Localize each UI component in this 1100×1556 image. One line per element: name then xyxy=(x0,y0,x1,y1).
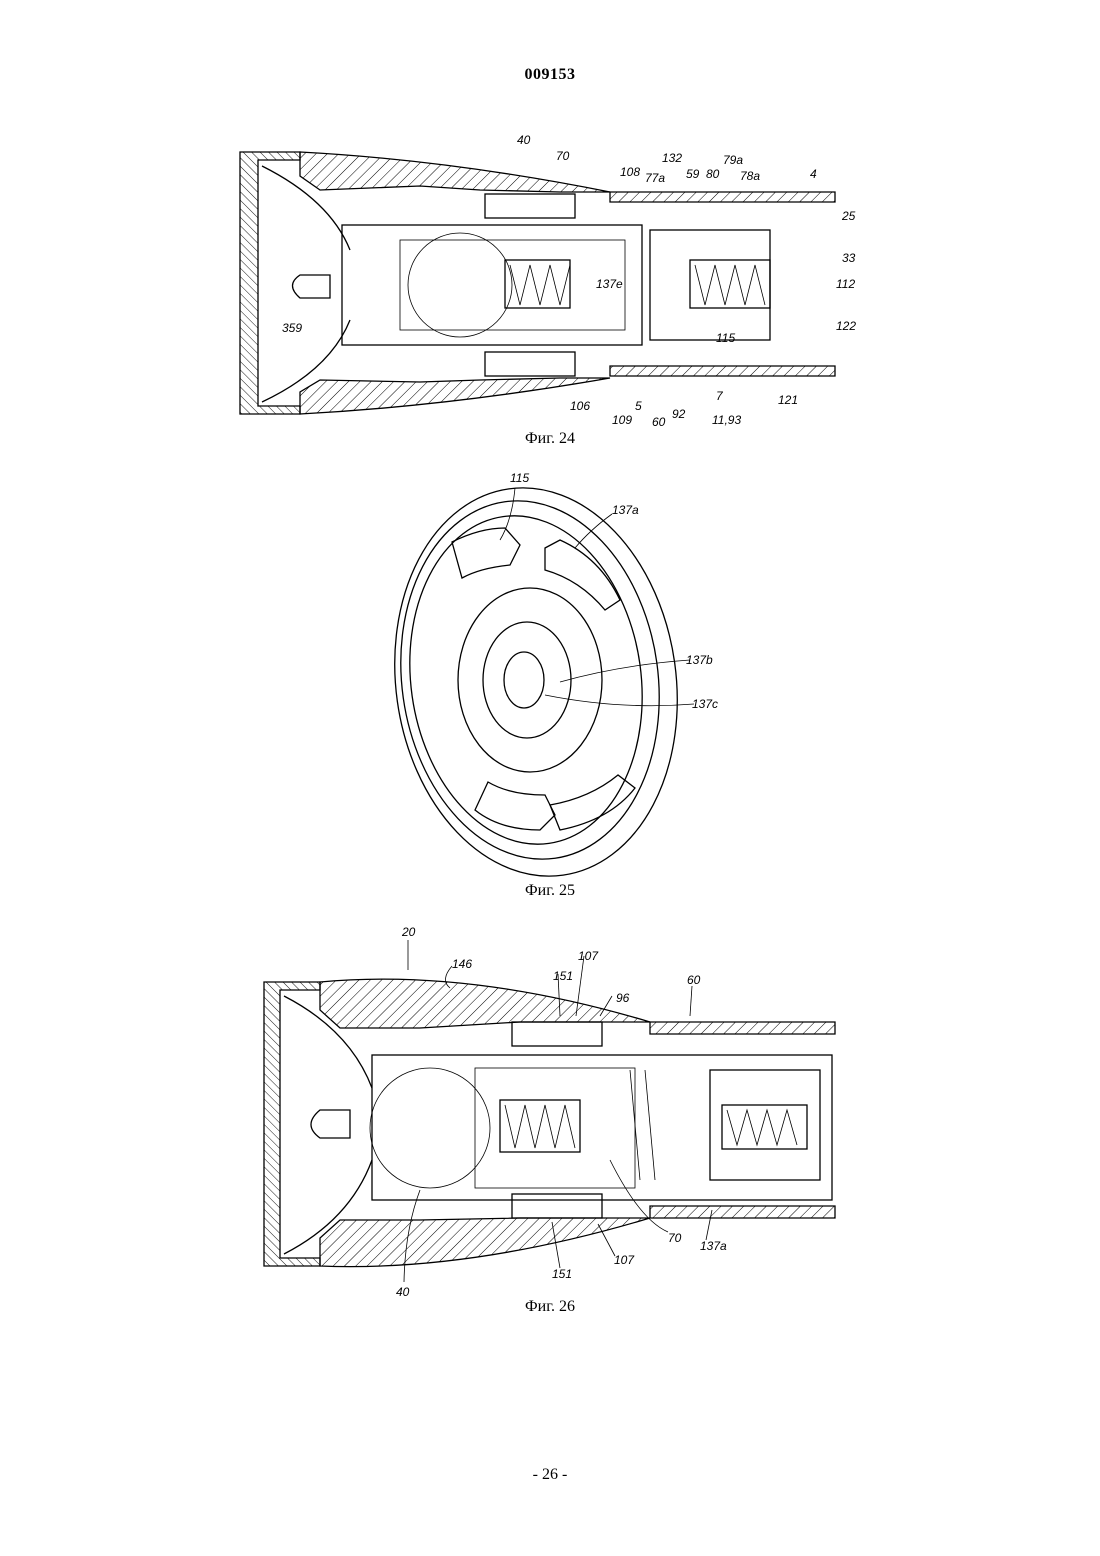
svg-text:79a: 79a xyxy=(723,153,743,167)
lens-cap-left-wall xyxy=(240,152,300,414)
bulb xyxy=(311,1110,350,1138)
svg-text:109: 109 xyxy=(612,413,632,427)
svg-text:70: 70 xyxy=(668,1231,682,1245)
figure-26-caption: Фиг. 26 xyxy=(0,1298,1100,1316)
svg-text:40: 40 xyxy=(396,1285,410,1299)
svg-text:112: 112 xyxy=(836,277,855,291)
svg-text:132: 132 xyxy=(662,151,682,165)
figure-24-caption: Фиг. 24 xyxy=(0,430,1100,448)
barrel-tube-lower xyxy=(650,1206,835,1218)
disk-slot-upper xyxy=(452,528,520,578)
svg-text:115: 115 xyxy=(716,331,735,345)
svg-text:137b: 137b xyxy=(686,653,713,667)
svg-text:151: 151 xyxy=(553,969,573,983)
svg-text:107: 107 xyxy=(578,949,599,963)
svg-text:137c: 137c xyxy=(692,697,718,711)
svg-text:77a: 77a xyxy=(645,171,665,185)
disk-outer-rim xyxy=(370,470,702,880)
svg-text:70: 70 xyxy=(556,149,570,163)
document-number: 009153 xyxy=(0,66,1100,84)
svg-text:40: 40 xyxy=(517,133,531,147)
figure-25-drawing: 115 137a 137b 137c xyxy=(0,470,1100,880)
barrel-tube-upper xyxy=(610,192,835,202)
disk-ring-137b xyxy=(458,588,602,772)
svg-text:5: 5 xyxy=(635,399,642,413)
head-shell-lower xyxy=(320,1218,650,1267)
svg-text:25: 25 xyxy=(841,209,856,223)
svg-text:151: 151 xyxy=(552,1267,572,1281)
disk-slot-lower xyxy=(550,775,635,830)
spring-left xyxy=(505,1105,575,1148)
svg-text:107: 107 xyxy=(614,1253,635,1267)
svg-text:7: 7 xyxy=(716,389,724,403)
page-number-footer: - 26 - xyxy=(0,1466,1100,1484)
svg-text:78a: 78a xyxy=(740,169,760,183)
svg-text:115: 115 xyxy=(510,471,529,485)
svg-text:4: 4 xyxy=(810,167,817,181)
svg-text:106: 106 xyxy=(570,399,590,413)
head-shell-lower xyxy=(300,378,610,414)
svg-text:137a: 137a xyxy=(612,503,639,517)
svg-text:359: 359 xyxy=(282,321,302,335)
svg-text:96: 96 xyxy=(616,991,630,1005)
svg-text:33: 33 xyxy=(842,251,856,265)
svg-text:60: 60 xyxy=(652,415,666,429)
disk-center-137c xyxy=(504,652,544,708)
barrel-tube-lower xyxy=(610,366,835,376)
figure-25-labels: 115 137a 137b 137c xyxy=(510,471,718,711)
svg-text:146: 146 xyxy=(452,957,472,971)
svg-text:137e: 137e xyxy=(596,277,623,291)
svg-text:92: 92 xyxy=(672,407,686,421)
spring-left xyxy=(510,265,570,305)
svg-text:20: 20 xyxy=(401,925,416,939)
spring-right xyxy=(695,265,765,305)
svg-text:11,93: 11,93 xyxy=(712,413,741,427)
bulb xyxy=(293,275,331,298)
svg-text:59: 59 xyxy=(686,167,700,181)
barrel-tube-upper xyxy=(650,1022,835,1034)
head-shell-upper xyxy=(320,979,650,1028)
svg-text:121: 121 xyxy=(778,393,798,407)
svg-text:108: 108 xyxy=(620,165,640,179)
svg-text:80: 80 xyxy=(706,167,720,181)
spring-right xyxy=(727,1110,797,1145)
spring-housing-right xyxy=(722,1105,807,1149)
figure-24-drawing: 40 70 108 77a 132 59 80 79a 78a 4 25 33 … xyxy=(0,130,1100,430)
figure-26-drawing: 20 146 151 107 96 60 70 137a 151 107 40 xyxy=(0,920,1100,1300)
figure-25-caption: Фиг. 25 xyxy=(0,882,1100,900)
svg-text:60: 60 xyxy=(687,973,701,987)
svg-text:137a: 137a xyxy=(700,1239,727,1253)
inner-housing xyxy=(372,1055,832,1200)
svg-text:122: 122 xyxy=(836,319,856,333)
